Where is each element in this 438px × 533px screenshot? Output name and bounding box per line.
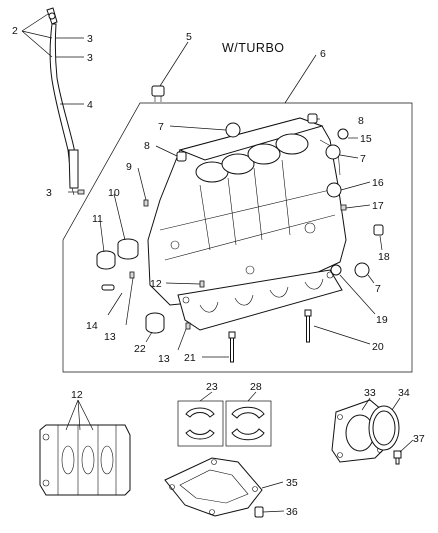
oil-dipstick: [46, 7, 85, 196]
callout-7: 7: [158, 121, 164, 133]
part-13-dowel-lower: [185, 322, 191, 330]
callout-23: 23: [206, 381, 218, 393]
part-7-plug-bottom: [354, 262, 370, 278]
callout-34: 34: [398, 387, 410, 399]
callout-17: 17: [372, 200, 384, 212]
callout-12: 12: [150, 278, 162, 290]
callout-15: 15: [360, 133, 372, 145]
part-11-sleeve: [96, 250, 116, 270]
part-18-sleeve: [373, 224, 384, 236]
callout-37: 37: [413, 433, 425, 445]
callout-19: 19: [376, 314, 388, 326]
callout-6: 6: [320, 48, 326, 60]
callouts: 2 3 3 3 4 5 6 7 8 8 9 10 11 15 7 16 17 1…: [12, 25, 425, 518]
callout-33: 33: [364, 387, 376, 399]
part-8-plug-left: [176, 151, 187, 162]
callout-10: 10: [108, 187, 120, 199]
callout-4: 4: [87, 99, 93, 111]
callout-13: 13: [104, 331, 116, 343]
part-12-dowel: [199, 280, 205, 288]
callout-3: 3: [87, 33, 93, 45]
part-35-oil-baffle: [164, 457, 263, 517]
part-17-dowel: [340, 204, 347, 211]
part-36-nut: [254, 506, 264, 518]
callout-13: 13: [158, 353, 170, 365]
callout-7: 7: [360, 153, 366, 165]
part-23-bearing-set: [177, 400, 224, 447]
cylinder-block: [147, 117, 347, 306]
part-28-bearing-set: [225, 400, 272, 447]
callout-8: 8: [358, 115, 364, 127]
part-16-plug: [326, 182, 342, 198]
part-7-plug-top: [225, 122, 241, 138]
callout-9: 9: [126, 161, 132, 173]
callout-28: 28: [250, 381, 262, 393]
bearing-caps-assembly: [39, 424, 131, 496]
callout-16: 16: [372, 177, 384, 189]
callout-7: 7: [375, 283, 381, 295]
callout-18: 18: [378, 251, 390, 263]
part-19-drain-plug: [330, 264, 342, 276]
callout-21: 21: [184, 352, 196, 364]
part-13-dowel-upper: [129, 271, 135, 279]
callout-5: 5: [186, 31, 192, 43]
callout-20: 20: [372, 341, 384, 353]
part-20-bolt: [304, 309, 312, 343]
callout-36: 36: [286, 506, 298, 518]
callout-35: 35: [286, 477, 298, 489]
leader-lines: [21, 13, 414, 513]
variant-title: W/TURBO: [222, 41, 285, 55]
part-8-plug-right: [307, 113, 318, 124]
callout-3: 3: [46, 187, 52, 199]
part-15-plug: [337, 128, 349, 140]
part-34-rear-seal: [368, 405, 400, 451]
part-7-plug-right: [325, 144, 341, 160]
callout-2: 2: [12, 25, 18, 37]
part-9-dowel: [143, 199, 149, 207]
bearing-cap-girdle: [177, 269, 343, 331]
callout-22: 22: [134, 343, 146, 355]
part-22-sleeve: [145, 312, 165, 334]
callout-14: 14: [86, 320, 98, 332]
part-21-bolt: [228, 331, 236, 363]
part-14-pin: [101, 284, 115, 291]
detail-frame: [62, 102, 413, 373]
callout-3: 3: [87, 52, 93, 64]
callout-12: 12: [71, 389, 83, 401]
part-10-sleeve: [117, 238, 139, 260]
part-37-bolt: [393, 450, 402, 465]
part-5-sensor: [151, 85, 165, 102]
callout-11: 11: [92, 213, 103, 225]
callout-8: 8: [144, 140, 150, 152]
